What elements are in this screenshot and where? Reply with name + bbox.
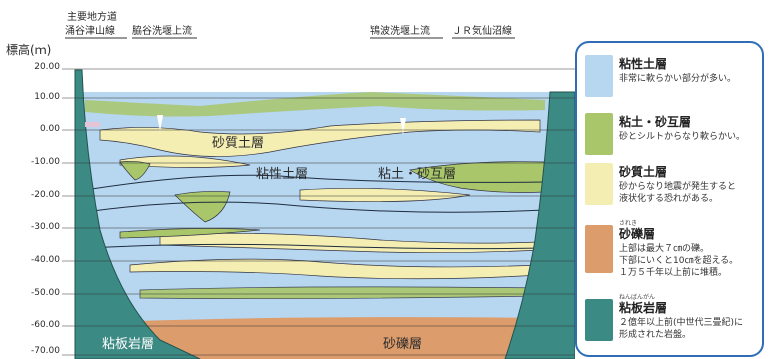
weir2-label: 鴇波洗堰上流	[370, 26, 430, 37]
legend-title: 粘土・砂互層	[619, 115, 692, 129]
legend-ruby: ねんばんがん	[619, 294, 656, 301]
y-tick: -20.00	[30, 190, 60, 200]
slate-left	[74, 69, 201, 359]
geologic-cross-section	[62, 37, 575, 359]
y-tick: -40.00	[30, 255, 60, 265]
river-notch-right	[400, 118, 406, 135]
legend-desc: 砂からなり地震が発生すると 液状化する恐れがある。	[619, 182, 737, 204]
clay-sand-right	[409, 161, 546, 193]
label-clay-sand: 粘土・砂互層	[378, 167, 457, 182]
sand-lens-right	[299, 187, 471, 203]
pink-patch	[85, 122, 100, 127]
legend-desc: 砂とシルトからなり軟らかい。	[619, 132, 746, 142]
legend-title: 粘性土層	[619, 57, 668, 71]
clay-sand-lower	[139, 286, 541, 300]
legend-title: 砂礫層	[619, 227, 656, 241]
legend-title: 砂質土層	[619, 165, 668, 179]
label-sand-top: 砂質土層	[212, 136, 265, 151]
legend-swatch-slate	[585, 299, 613, 341]
gravel-layer	[110, 317, 540, 359]
y-tick: -70.00	[30, 346, 60, 356]
y-tick: -10.00	[30, 157, 60, 167]
legend-panel: 粘性土層 非常に軟らかい部分が多い。 粘土・砂互層 砂とシルトからなり軟らかい。…	[575, 41, 764, 357]
slate-right	[504, 91, 575, 359]
legend-swatch-sand	[585, 163, 613, 205]
legend-title: 粘板岩層	[619, 301, 668, 315]
road-label-line1: 主要地方道	[67, 12, 117, 23]
rail-label: ＪＲ気仙沼線	[452, 26, 512, 37]
label-slate: 粘板岩層	[102, 337, 155, 352]
clay-sand-mid-low	[119, 228, 261, 239]
y-tick: 10.00	[34, 92, 60, 102]
clay-sand-lens-left	[119, 160, 151, 181]
label-gravel: 砂礫層	[383, 337, 423, 352]
weir1-label: 脇谷洗堰上流	[132, 26, 192, 37]
y-tick: -50.00	[30, 288, 60, 298]
legend-desc: ２億年以上前(中世代三畳紀)に 形成された岩盤。	[619, 318, 744, 340]
y-tick: 0.00	[39, 124, 60, 134]
road-label-line2: 涌谷津山線	[65, 26, 115, 37]
river-notch-left	[157, 115, 163, 132]
sand-upper	[99, 119, 541, 157]
legend-swatch-clay	[585, 55, 613, 97]
legend-desc: 非常に軟らかい部分が多い。	[619, 74, 737, 84]
y-axis-title: 標高(ｍ)	[6, 43, 52, 57]
y-tick: -60.00	[30, 320, 60, 330]
y-tick: 20.00	[34, 62, 60, 72]
sand-lens-1	[119, 155, 251, 168]
legend-ruby: されき	[619, 220, 638, 227]
legend-swatch-clay-sand	[585, 113, 613, 155]
legend-swatch-gravel	[585, 225, 613, 273]
clay-sand-lens-center	[174, 191, 231, 223]
legend-desc: 上部は最大７㎝の礫。 下部にいくと10㎝を超える。 １万５千年以上前に堆積。	[619, 244, 739, 278]
y-tick: -30.00	[30, 222, 60, 232]
label-clay: 粘性土層	[256, 167, 309, 182]
